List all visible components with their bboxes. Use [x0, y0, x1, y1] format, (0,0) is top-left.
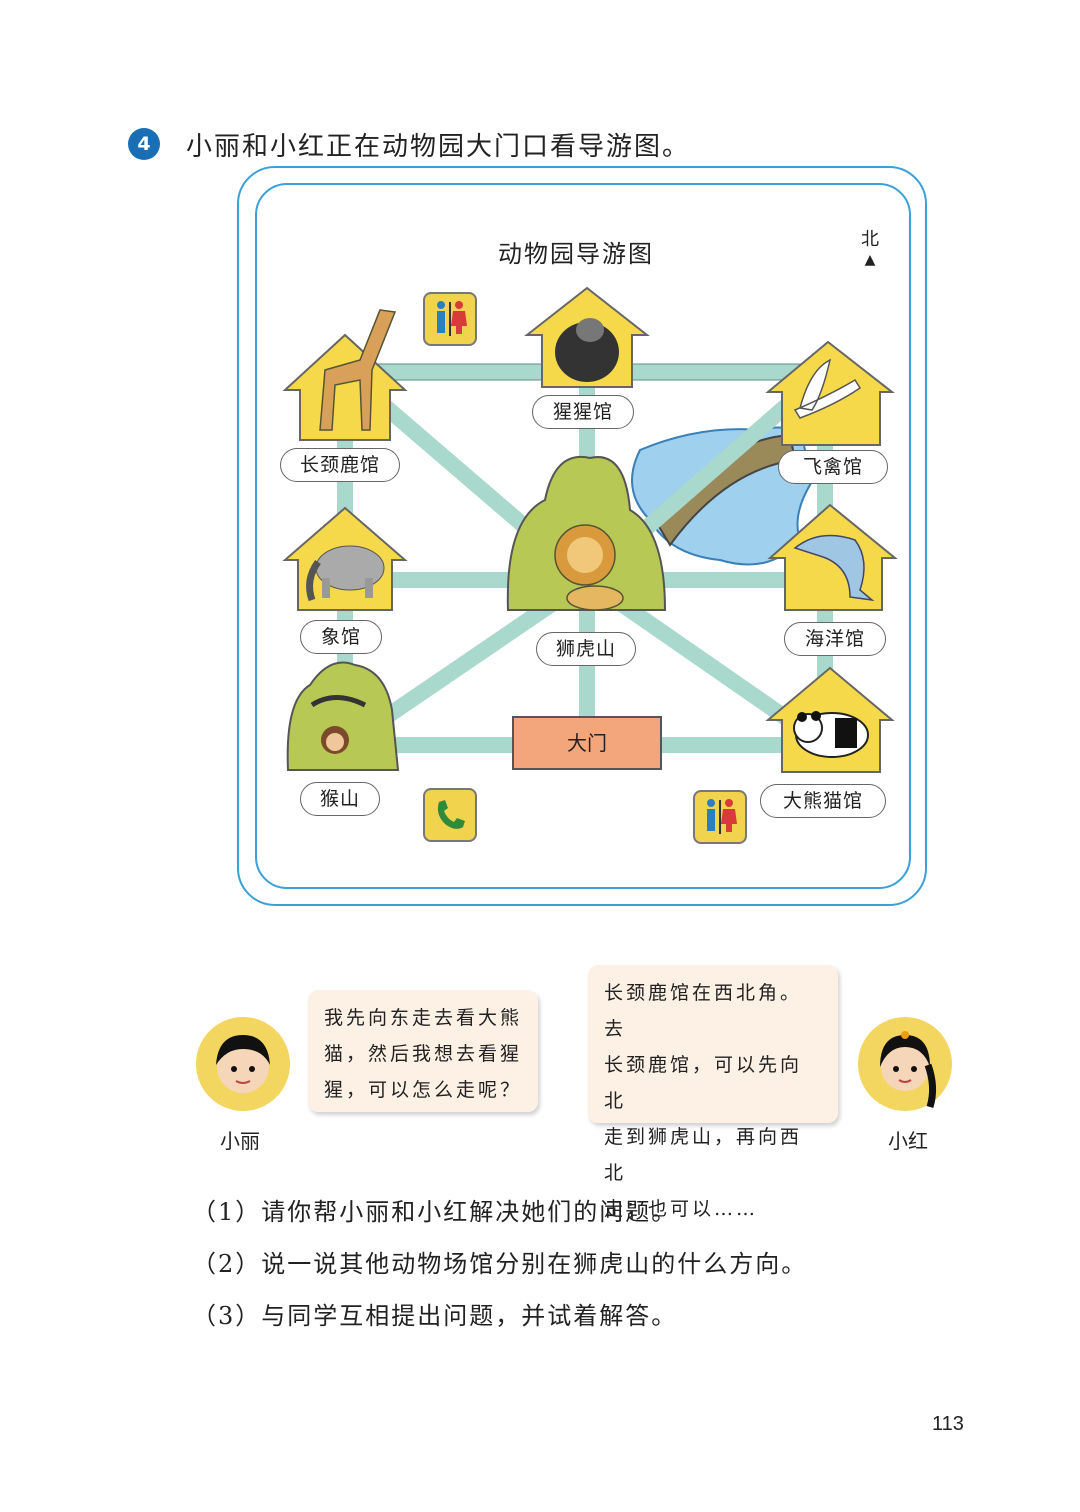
- xiaohong-line-1: 长颈鹿馆在西北角。去: [604, 982, 803, 1040]
- telephone-icon: [423, 788, 477, 842]
- north-label: 北: [861, 229, 879, 250]
- avatar-xiaoli: [196, 1017, 290, 1111]
- giraffe-icon: [319, 309, 397, 431]
- xiaoli-line-1: 我先向东走去看大熊: [324, 1007, 523, 1029]
- giraffe-house: [282, 333, 408, 441]
- north-arrow-icon: ▲: [864, 252, 876, 268]
- restroom-icon-southeast: [693, 790, 747, 844]
- xiaoli-line-2: 猫，然后我想去看猩: [324, 1043, 523, 1065]
- avatar-xiaohong: [858, 1017, 952, 1111]
- speech-bubble-xiaoli: 我先向东走去看大熊 猫，然后我想去看猩 猩，可以怎么走呢？: [308, 990, 538, 1112]
- north-indicator: 北 ▲: [858, 230, 882, 270]
- subquestion-2: （2）说一说其他动物场馆分别在狮虎山的什么方向。: [192, 1250, 808, 1278]
- subquestion-1: （1）请你帮小丽和小红解决她们的问题。: [192, 1198, 678, 1226]
- name-xiaoli: 小丽: [220, 1129, 260, 1153]
- label-gorilla-hall: 猩猩馆: [532, 395, 634, 429]
- monkey-mountain: [286, 661, 400, 771]
- xiaohong-line-4: 走；也可以……: [604, 1198, 759, 1220]
- label-elephant-hall: 象馆: [300, 620, 382, 654]
- label-panda-hall: 大熊猫馆: [760, 784, 886, 818]
- label-bird-hall: 飞禽馆: [778, 450, 888, 484]
- lion-icon: [554, 524, 624, 611]
- map-frame-outer: [237, 166, 927, 906]
- xiaoli-line-3: 猩，可以怎么走呢？: [324, 1079, 523, 1101]
- speech-bubble-xiaohong: 长颈鹿馆在西北角。去 长颈鹿馆，可以先向北 走到狮虎山，再向西北 走；也可以……: [588, 965, 838, 1220]
- xiaohong-line-2: 长颈鹿馆，可以先向北: [604, 1054, 803, 1112]
- restroom-icon-north: [423, 292, 477, 346]
- panda-icon: [793, 711, 869, 758]
- label-ocean-hall: 海洋馆: [784, 622, 886, 656]
- map-title: 动物园导游图: [498, 240, 654, 268]
- subquestion-3: （3）与同学互相提出问题，并试着解答。: [192, 1302, 678, 1330]
- question-text: 小丽和小红正在动物园大门口看导游图。: [186, 132, 691, 162]
- xiaohong-line-3: 走到狮虎山，再向西北: [604, 1126, 803, 1184]
- label-giraffe-hall: 长颈鹿馆: [280, 448, 400, 482]
- question-number-badge: 4: [128, 128, 160, 160]
- bird-icon: [793, 358, 862, 419]
- gorilla-icon: [555, 318, 619, 382]
- dolphin-icon: [793, 534, 875, 602]
- label-monkey-hill: 猴山: [300, 782, 380, 816]
- elephant-icon: [306, 545, 385, 602]
- map-frame-inner: [255, 183, 911, 889]
- main-gate: 大门: [512, 716, 662, 770]
- name-xiaohong: 小红: [888, 1129, 928, 1153]
- monkey-icon: [310, 695, 367, 754]
- page-number: 113: [932, 1413, 964, 1435]
- label-lion-tiger-hill: 狮虎山: [536, 632, 636, 666]
